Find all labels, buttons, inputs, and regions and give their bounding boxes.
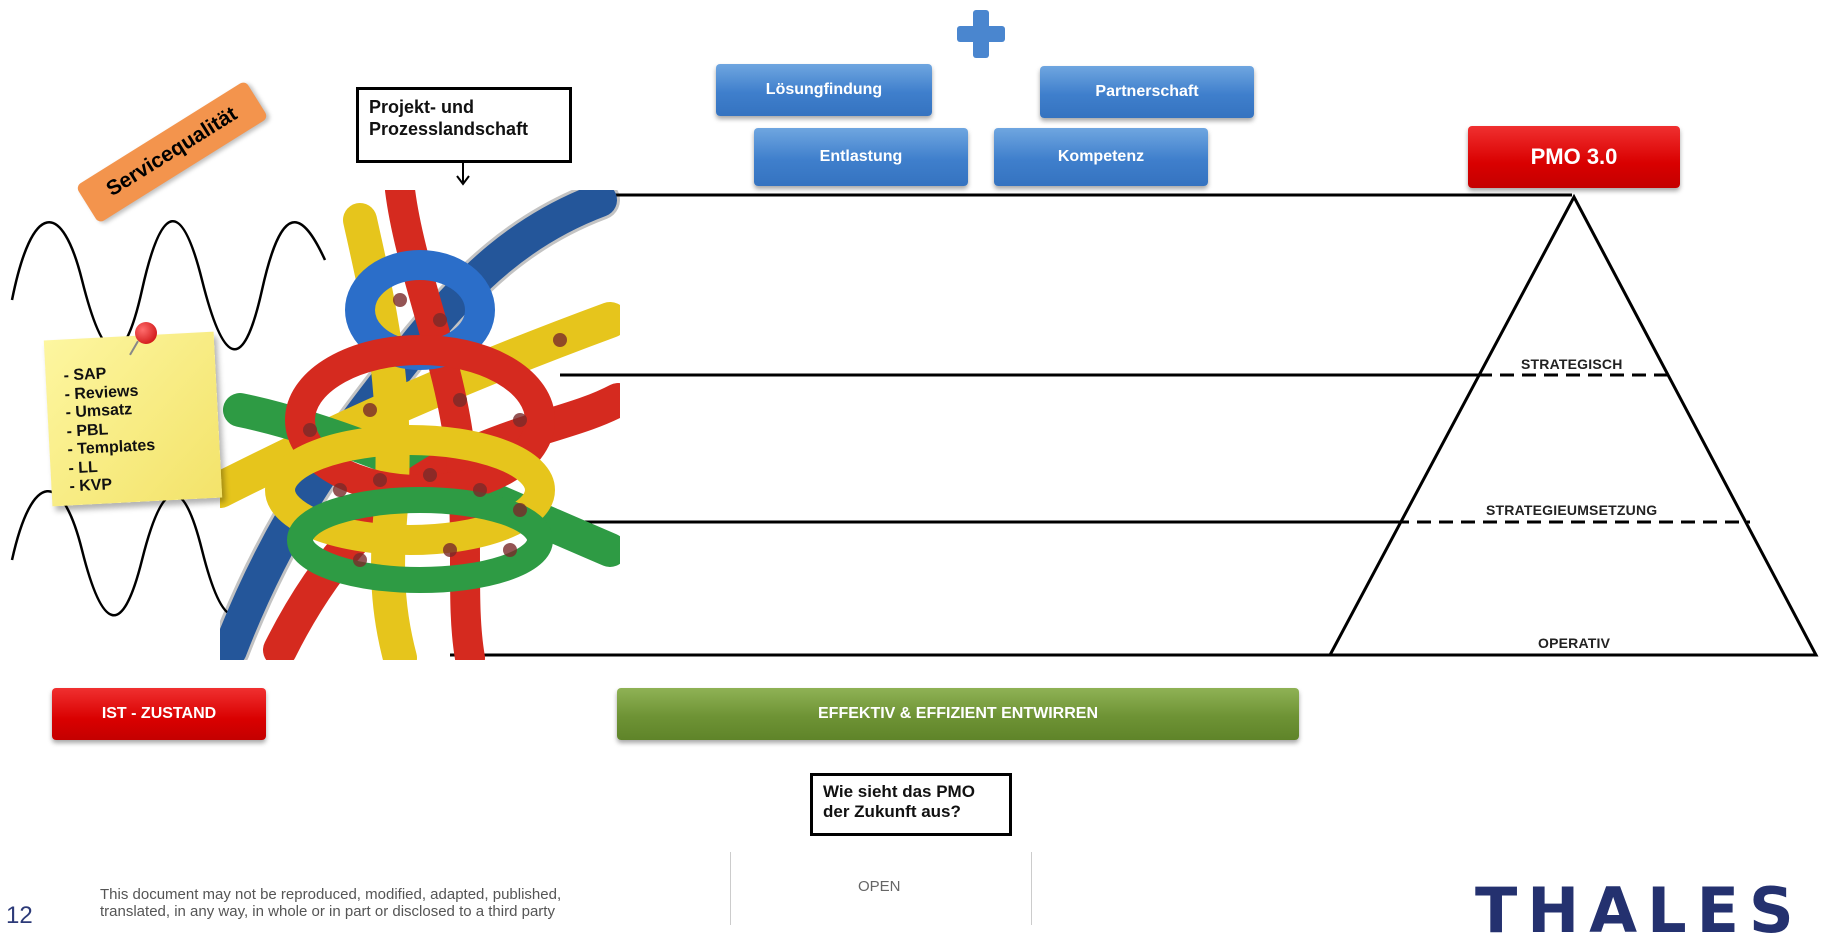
level-operativ: OPERATIV [1538, 635, 1611, 651]
benefit-kompetenz: Kompetenz [994, 128, 1208, 186]
classification-label: OPEN [858, 878, 901, 895]
question-line2: der Zukunft aus? [823, 802, 961, 821]
ist-zustand-label: IST - ZUSTAND [52, 688, 266, 740]
disclaimer-line2: translated, in any way, in whole or in p… [100, 903, 555, 920]
benefit-partnerschaft: Partnerschaft [1040, 66, 1254, 118]
pmo-label: PMO 3.0 [1468, 126, 1680, 188]
landscape-label: Projekt- und Prozesslandschaft [356, 87, 572, 163]
benefit-entlastung: Entlastung [754, 128, 968, 186]
pin-icon [135, 322, 157, 344]
diagram-lines [10, 10, 1819, 657]
disclaimer-text: This document may not be reproduced, mod… [100, 886, 700, 920]
thales-logo: THALES [1475, 874, 1804, 947]
footer-divider-left [730, 852, 731, 925]
effektiv-banner: EFFEKTIV & EFFIZIENT ENTWIRREN [617, 688, 1299, 740]
benefit-loesungfindung: Lösungfindung [716, 64, 932, 116]
question-line1: Wie sieht das PMO [823, 782, 975, 801]
landscape-label-line1: Projekt- und [369, 97, 475, 117]
disclaimer-line1: This document may not be reproduced, mod… [100, 886, 562, 903]
landscape-label-line2: Prozesslandschaft [369, 119, 529, 139]
level-strategieumsetzung: STRATEGIEUMSETZUNG [1486, 502, 1658, 518]
question-box: Wie sieht das PMO der Zukunft aus? [810, 773, 1012, 836]
sticky-note: - SAP - Reviews - Umsatz - PBL - Templat… [43, 331, 223, 507]
knot-illustration [220, 190, 620, 660]
page-number: 12 [6, 902, 33, 929]
footer-divider-right [1031, 852, 1032, 925]
level-strategisch: STRATEGISCH [1521, 356, 1623, 372]
